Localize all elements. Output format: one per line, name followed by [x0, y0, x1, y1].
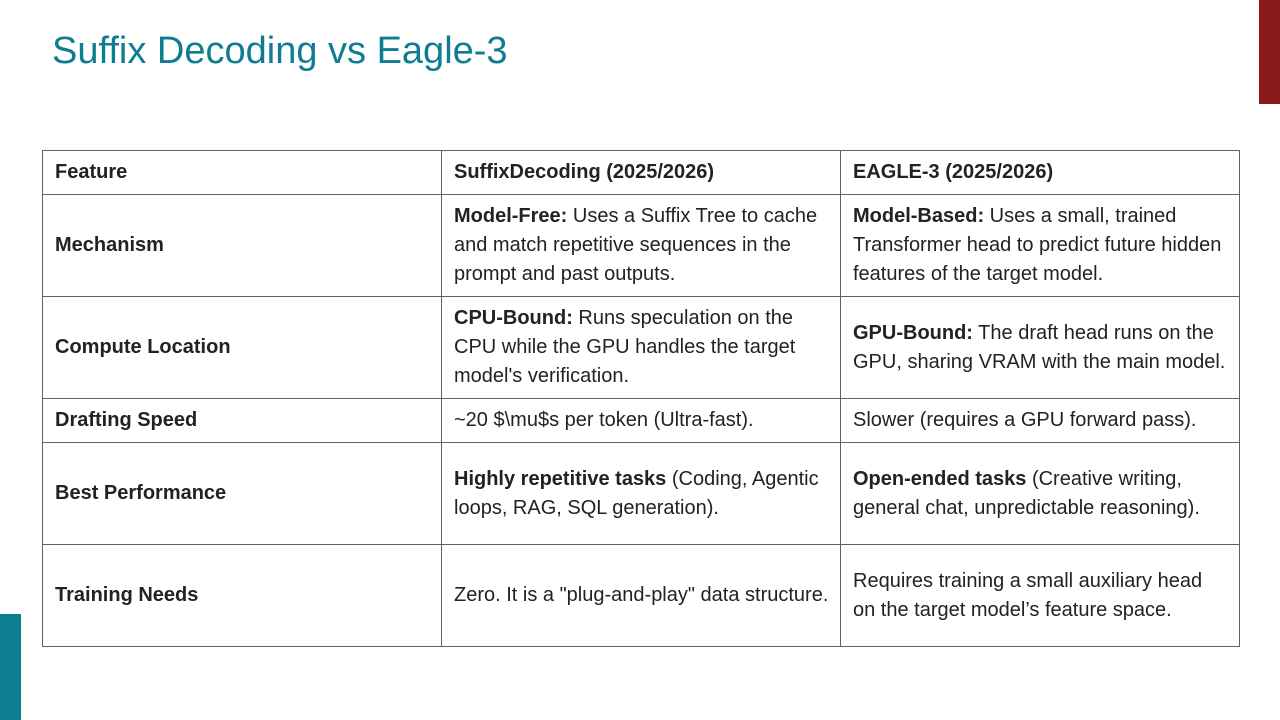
accent-bar-teal	[0, 614, 21, 720]
cell-eagle3: Model-Based: Uses a small, trained Trans…	[840, 194, 1240, 297]
cell-lead: Model-Based:	[853, 205, 985, 227]
cell-text: (Creative writing, general chat, unpredi…	[853, 467, 1200, 519]
cell-eagle3: Requires training a small auxiliary head…	[840, 544, 1240, 647]
cell-text: Slower (requires a GPU forward pass).	[853, 409, 1197, 431]
cell-suffixdecoding: Model-Free: Uses a Suffix Tree to cache …	[441, 194, 841, 297]
cell-text: Requires training a small auxiliary head…	[853, 569, 1203, 621]
cell-eagle3: Open-ended tasks (Creative writing, gene…	[840, 442, 1240, 545]
cell-suffixdecoding: ~20 $\mu$s per token (Ultra-fast).	[441, 398, 841, 443]
row-label: Drafting Speed	[42, 398, 442, 443]
table-row-compute-location: Compute Location CPU-Bound: Runs specula…	[42, 296, 1240, 399]
cell-lead: Open-ended tasks	[853, 467, 1027, 490]
table-row-best-performance: Best Performance Highly repetitive tasks…	[42, 442, 1240, 545]
row-label: Compute Location	[42, 296, 442, 399]
cell-eagle3: Slower (requires a GPU forward pass).	[840, 398, 1240, 443]
cell-lead: Highly repetitive tasks	[454, 467, 667, 490]
table-row-mechanism: Mechanism Model-Free: Uses a Suffix Tree…	[42, 194, 1240, 297]
cell-lead: GPU-Bound:	[853, 321, 973, 344]
row-label: Mechanism	[42, 194, 442, 297]
cell-suffixdecoding: CPU-Bound: Runs speculation on the CPU w…	[441, 296, 841, 399]
table-row-training-needs: Training Needs Zero. It is a "plug-and-p…	[42, 544, 1240, 647]
cell-text: Runs speculation on the CPU while the GP…	[454, 307, 796, 387]
cell-lead: CPU-Bound:	[454, 307, 573, 329]
cell-text: Uses a Suffix Tree to cache and match re…	[454, 205, 818, 285]
cell-text: (Coding, Agentic loops, RAG, SQL generat…	[454, 467, 819, 519]
accent-bar-red	[1259, 0, 1280, 104]
comparison-table: Feature SuffixDecoding (2025/2026) EAGLE…	[42, 150, 1240, 647]
slide-title: Suffix Decoding vs Eagle-3	[52, 30, 508, 72]
row-label: Best Performance	[42, 442, 442, 545]
header-feature: Feature	[42, 150, 442, 195]
cell-text: ~20 $\mu$s per token (Ultra-fast).	[454, 409, 754, 431]
cell-eagle3: GPU-Bound: The draft head runs on the GP…	[840, 296, 1240, 399]
cell-text: Uses a small, trained Transformer head t…	[853, 205, 1222, 285]
cell-text: Zero. It is a "plug-and-play" data struc…	[454, 584, 829, 606]
header-eagle3: EAGLE-3 (2025/2026)	[840, 150, 1240, 195]
cell-lead: Model-Free:	[454, 205, 568, 227]
header-suffixdecoding: SuffixDecoding (2025/2026)	[441, 150, 841, 195]
table-header-row: Feature SuffixDecoding (2025/2026) EAGLE…	[42, 150, 1240, 195]
table-row-drafting-speed: Drafting Speed ~20 $\mu$s per token (Ult…	[42, 398, 1240, 443]
row-label: Training Needs	[42, 544, 442, 647]
cell-suffixdecoding: Highly repetitive tasks (Coding, Agentic…	[441, 442, 841, 545]
cell-text: The draft head runs on the GPU, sharing …	[853, 321, 1226, 373]
cell-suffixdecoding: Zero. It is a "plug-and-play" data struc…	[441, 544, 841, 647]
